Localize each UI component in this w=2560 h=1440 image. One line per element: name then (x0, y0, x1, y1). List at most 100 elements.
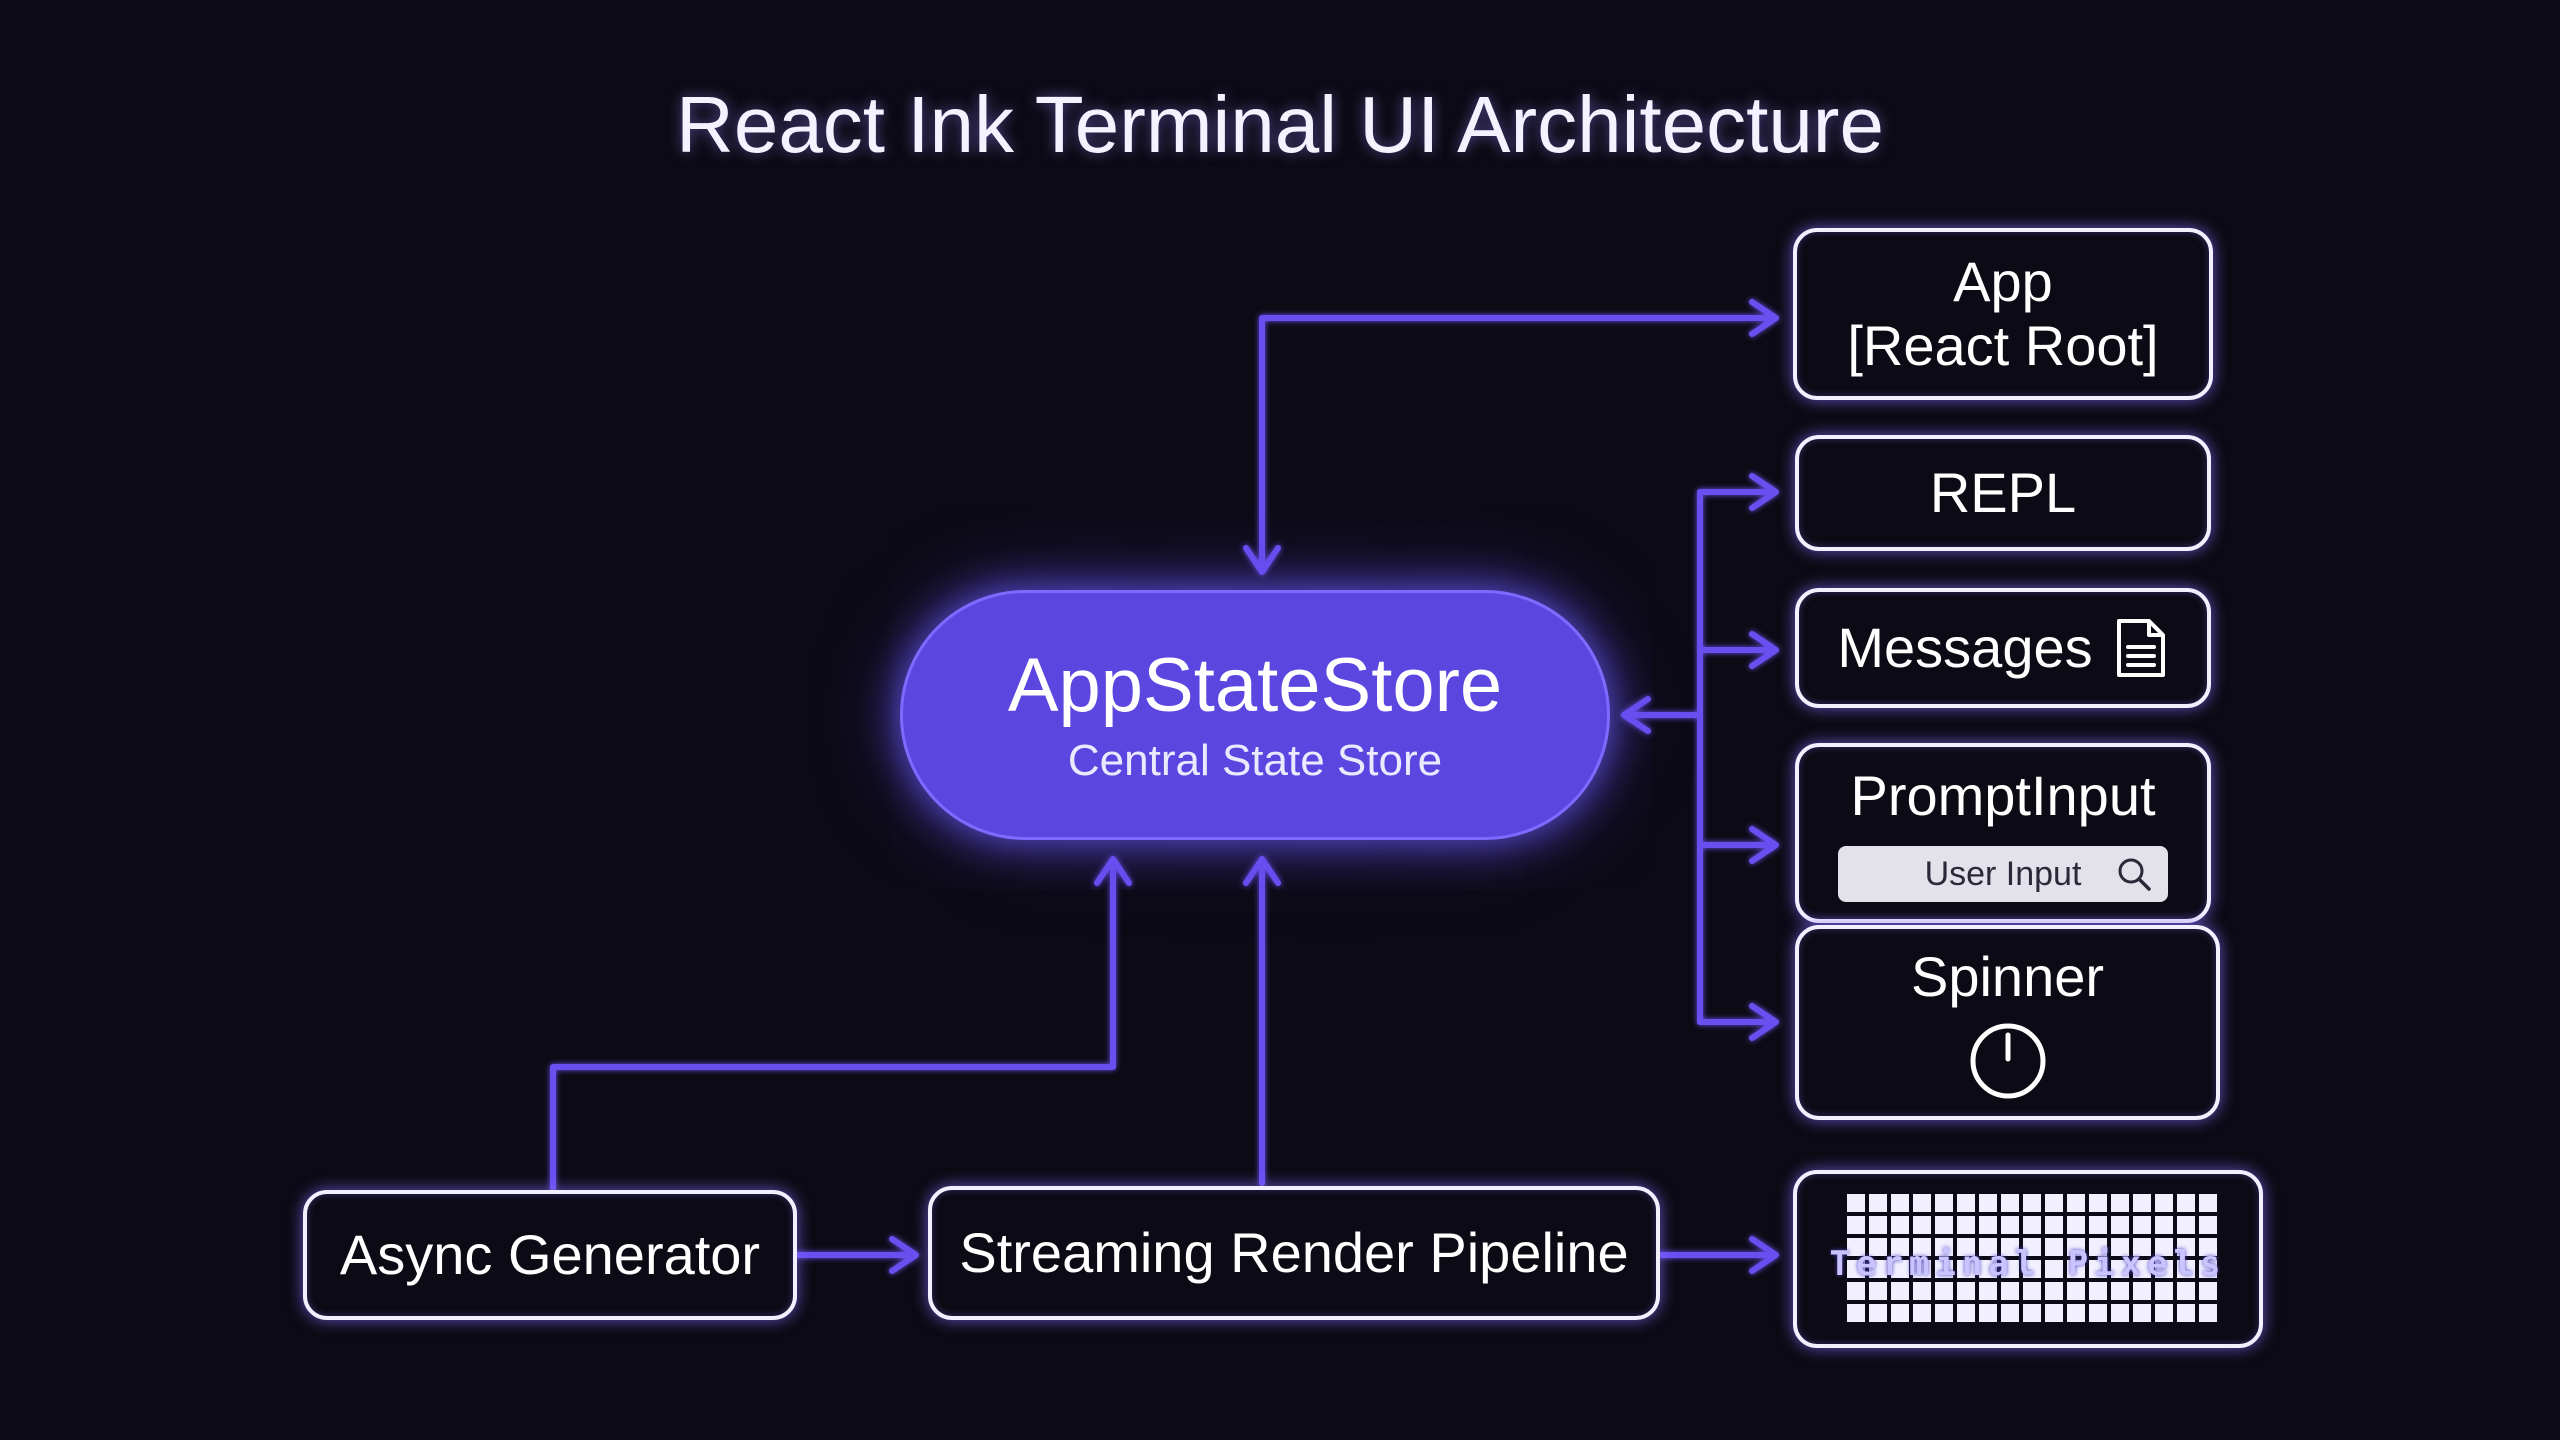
arrowhead-to-messages (1749, 631, 1779, 669)
app-sublabel: [React Root] (1847, 314, 2159, 377)
messages-node: Messages (1795, 588, 2211, 708)
pixel-cell (2199, 1216, 2217, 1234)
pixel-cell (1847, 1282, 1865, 1300)
promptinput-node: PromptInput User Input (1795, 743, 2211, 923)
pixel-cell (2089, 1216, 2107, 1234)
power-icon (1968, 1021, 2048, 1101)
pixel-cell (1957, 1216, 1975, 1234)
pixel-cell (2067, 1260, 2085, 1278)
pixel-cell (2089, 1304, 2107, 1322)
pixel-cell (1891, 1216, 1909, 1234)
arrowhead-pipeline-to-store (1243, 856, 1281, 886)
pixel-cell (2067, 1282, 2085, 1300)
pixel-cell (2001, 1238, 2019, 1256)
spinner-node: Spinner (1795, 925, 2220, 1120)
pixel-cell (1957, 1304, 1975, 1322)
pixel-cell (2045, 1216, 2063, 1234)
pixel-cell (2001, 1304, 2019, 1322)
pixel-cell (1979, 1216, 1997, 1234)
pixel-cell (2067, 1238, 2085, 1256)
pixel-cell (2045, 1238, 2063, 1256)
pixel-cell (1935, 1304, 1953, 1322)
pixel-cell (2133, 1282, 2151, 1300)
pixel-cell (2177, 1304, 2195, 1322)
appstatestore-node: AppStateStore Central State Store (900, 590, 1610, 840)
pixel-cell (2045, 1194, 2063, 1212)
pixel-cell (2199, 1238, 2217, 1256)
arrowhead-to-repl (1749, 473, 1779, 511)
pixel-cell (2111, 1282, 2129, 1300)
pixel-cell (2111, 1216, 2129, 1234)
arrowhead-to-promptinput (1749, 826, 1779, 864)
promptinput-label: PromptInput (1850, 764, 2156, 827)
pixel-cell (2155, 1238, 2173, 1256)
pixel-cell (1957, 1282, 1975, 1300)
pixel-cell (1957, 1194, 1975, 1212)
streaming-render-pipeline-node: Streaming Render Pipeline (928, 1186, 1660, 1320)
pixel-cell (2177, 1282, 2195, 1300)
diagram-title: React Ink Terminal UI Architecture (676, 80, 1884, 169)
connector-async-to-store (550, 857, 1116, 1191)
pixel-cell (2155, 1304, 2173, 1322)
pixel-cell (2089, 1282, 2107, 1300)
pixel-cell (1957, 1260, 1975, 1278)
pixel-cell (2155, 1216, 2173, 1234)
pixel-cell (2177, 1260, 2195, 1278)
connector-store-app (1259, 315, 1778, 568)
pixel-cell (1935, 1282, 1953, 1300)
arrowhead-to-app (1749, 299, 1779, 337)
pixel-cell (2111, 1304, 2129, 1322)
pixel-cell (2133, 1260, 2151, 1278)
pixel-cell (2023, 1282, 2041, 1300)
pixel-cell (2155, 1194, 2173, 1212)
pixel-cell (2177, 1194, 2195, 1212)
async-generator-label: Async Generator (339, 1223, 761, 1286)
messages-label: Messages (1837, 616, 2093, 679)
pixel-cell (1935, 1216, 1953, 1234)
store-subtitle: Central State Store (1067, 736, 1443, 785)
spinner-label: Spinner (1910, 944, 2105, 1008)
pixel-cell (2111, 1238, 2129, 1256)
user-input-field[interactable]: User Input (1838, 846, 2168, 902)
pixel-cell (1891, 1194, 1909, 1212)
streaming-render-pipeline-label: Streaming Render Pipeline (959, 1221, 1629, 1284)
pixel-cell (1913, 1260, 1931, 1278)
pixel-grid-icon (1847, 1194, 2217, 1322)
pixel-cell (2023, 1216, 2041, 1234)
pixel-cell (1935, 1260, 1953, 1278)
pixel-cell (2045, 1304, 2063, 1322)
pixel-cell (1979, 1194, 1997, 1212)
pixel-cell (2023, 1304, 2041, 1322)
pixel-cell (1869, 1260, 1887, 1278)
pixel-cell (1935, 1238, 1953, 1256)
pixel-cell (2023, 1260, 2041, 1278)
pixel-cell (1847, 1238, 1865, 1256)
pixel-cell (2199, 1304, 2217, 1322)
pixel-cell (1869, 1282, 1887, 1300)
pixel-cell (2089, 1260, 2107, 1278)
pixel-cell (2045, 1282, 2063, 1300)
arrowhead-to-pipeline (889, 1236, 919, 1274)
terminal-pixels-node: Terminal Pixels (1793, 1170, 2263, 1348)
pixel-cell (2111, 1260, 2129, 1278)
pixel-cell (1913, 1238, 1931, 1256)
pixel-cell (2001, 1282, 2019, 1300)
pixel-cell (1891, 1304, 1909, 1322)
pixel-cell (1979, 1238, 1997, 1256)
user-input-placeholder: User Input (1924, 854, 2082, 893)
async-generator-node: Async Generator (303, 1190, 797, 1320)
pixel-cell (2199, 1282, 2217, 1300)
pixel-cell (1913, 1194, 1931, 1212)
pixel-cell (2155, 1282, 2173, 1300)
pixel-cell (2155, 1260, 2173, 1278)
document-icon (2113, 617, 2169, 679)
pixel-cell (2111, 1194, 2129, 1212)
pixel-cell (2089, 1194, 2107, 1212)
arrowhead-to-store-right (1621, 696, 1651, 734)
pixel-cell (2177, 1238, 2195, 1256)
pixel-cell (2001, 1194, 2019, 1212)
search-icon (2116, 856, 2152, 892)
app-node: App [React Root] (1793, 228, 2213, 400)
